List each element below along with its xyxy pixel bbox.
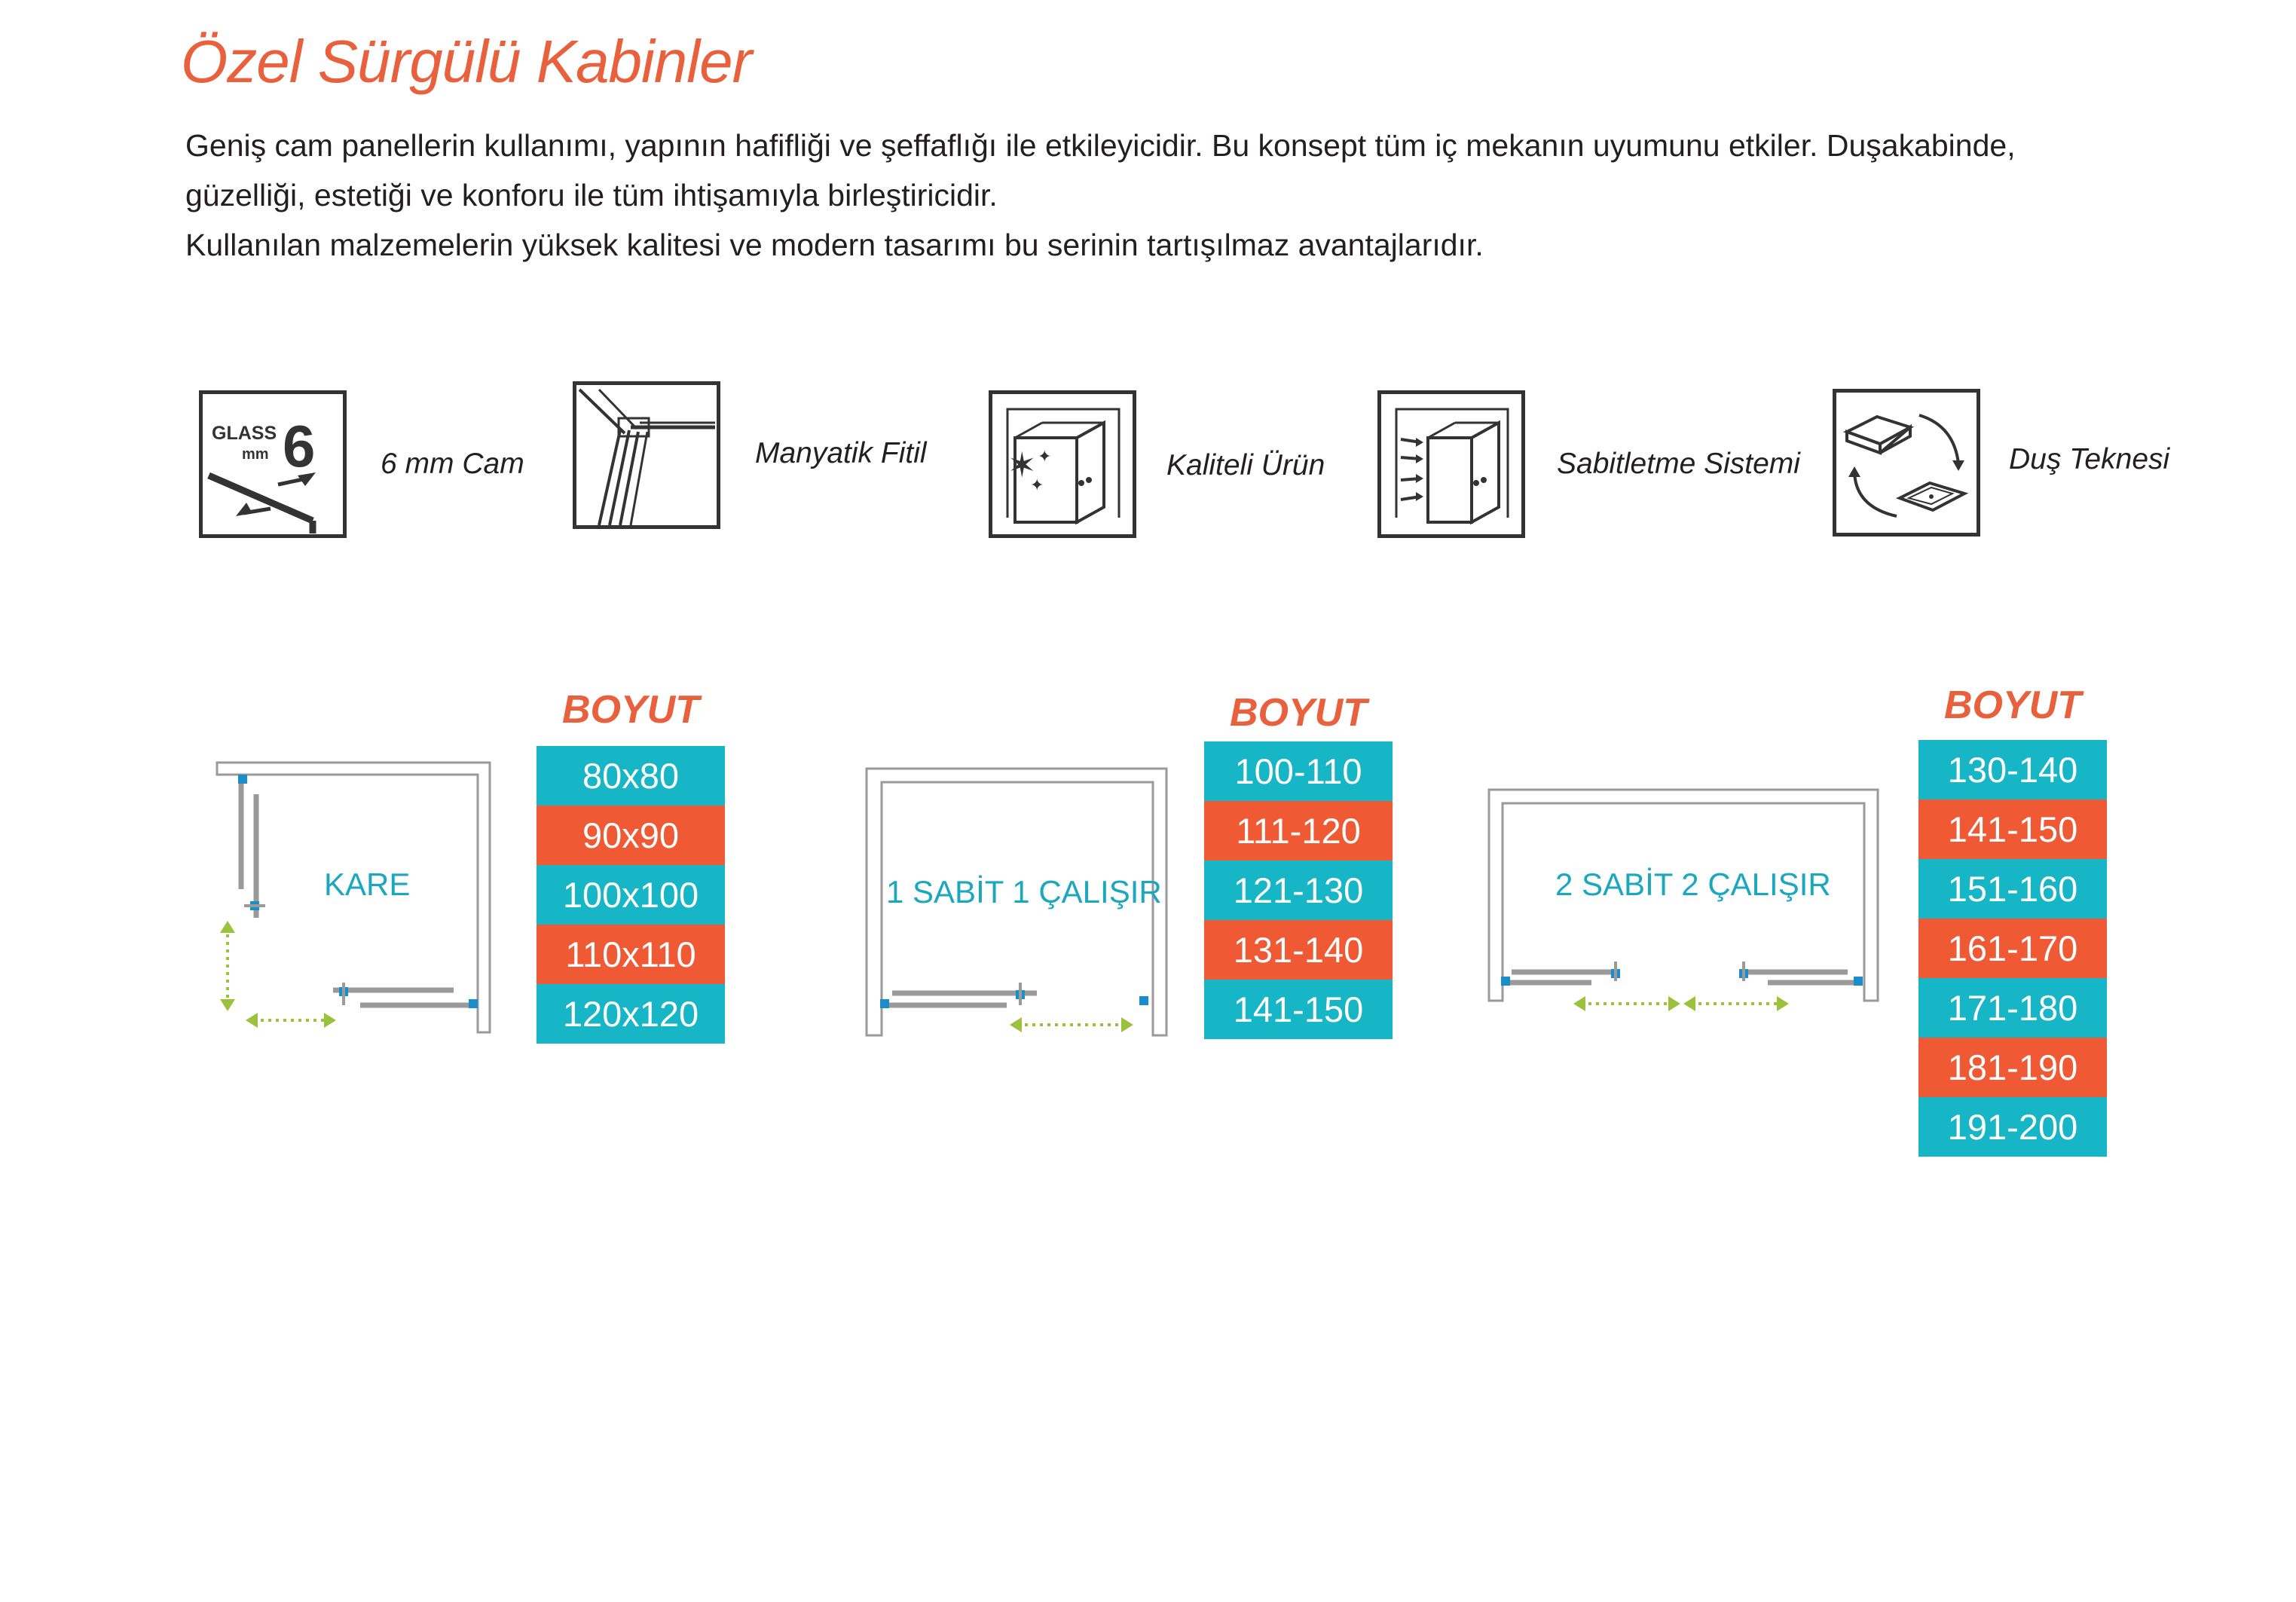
feature-label: Manyatik Fitil — [755, 437, 927, 469]
feature-label: Kaliteli Ürün — [1166, 449, 1325, 482]
size-cell: 100x100 — [537, 865, 725, 925]
size-cell: 181-190 — [1918, 1038, 2107, 1097]
size-header: BOYUT — [1944, 683, 2081, 727]
one-fixed-one-sliding-diagram — [859, 757, 1176, 1043]
size-cell: 141-150 — [1204, 980, 1393, 1039]
size-header: BOYUT — [562, 688, 699, 732]
feature-label: Duş Teknesi — [2009, 443, 2170, 475]
glass-icon-number: 6 — [283, 413, 315, 479]
feature-label: Sabitletme Sistemi — [1557, 448, 1800, 480]
intro-text: Geniş cam panellerin kullanımı, yapının … — [185, 121, 2220, 270]
intro-line: Geniş cam panellerin kullanımı, yapının … — [185, 128, 2016, 163]
size-table: 130-140 141-150 151-160 161-170 171-180 … — [1918, 740, 2107, 1157]
two-fixed-two-sliding-diagram — [1478, 784, 1885, 1025]
size-table: 80x80 90x90 100x100 110x110 120x120 — [537, 746, 725, 1044]
size-cell: 141-150 — [1918, 799, 2107, 859]
diagram-label: 1 SABİT 1 ÇALIŞIR — [886, 874, 1162, 910]
svg-text:✦: ✦ — [1030, 476, 1044, 495]
size-cell: 80x80 — [537, 746, 725, 806]
intro-line: Kullanılan malzemelerin yüksek kalitesi … — [185, 228, 1484, 262]
size-cell: 121-130 — [1204, 861, 1393, 920]
page-title: Özel Sürgülü Kabinler — [181, 28, 752, 95]
svg-text:✶: ✶ — [1007, 445, 1037, 485]
svg-text:✦: ✦ — [1038, 448, 1051, 466]
quality-product-icon: ✶ ✦ ✦ — [989, 390, 1136, 538]
glass-icon-text: GLASS — [212, 423, 277, 444]
shower-tray-icon — [1833, 389, 1980, 537]
size-cell: 111-120 — [1204, 801, 1393, 861]
fixing-system-icon — [1377, 390, 1525, 538]
size-cell: 131-140 — [1204, 920, 1393, 980]
size-cell: 120x120 — [537, 984, 725, 1044]
size-cell: 110x110 — [537, 925, 725, 984]
size-cell: 171-180 — [1918, 978, 2107, 1038]
size-table: 100-110 111-120 121-130 131-140 141-150 — [1204, 741, 1393, 1039]
glass-icon-unit: mm — [242, 446, 269, 463]
size-cell: 161-170 — [1918, 919, 2107, 978]
intro-line: güzelliği, estetiği ve konforu ile tüm i… — [185, 178, 998, 212]
diagram-label: KARE — [324, 867, 411, 902]
size-cell: 90x90 — [537, 806, 725, 865]
size-header: BOYUT — [1230, 691, 1367, 735]
magnetic-seal-icon — [573, 381, 720, 529]
glass-6mm-icon: GLASS mm 6 — [199, 390, 347, 538]
size-cell: 130-140 — [1918, 740, 2107, 799]
size-cell: 151-160 — [1918, 859, 2107, 919]
diagram-label: 2 SABİT 2 ÇALIŞIR — [1555, 867, 1831, 902]
size-cell: 100-110 — [1204, 741, 1393, 801]
kare-diagram — [211, 757, 497, 1043]
size-cell: 191-200 — [1918, 1097, 2107, 1157]
feature-label: 6 mm Cam — [381, 448, 524, 480]
